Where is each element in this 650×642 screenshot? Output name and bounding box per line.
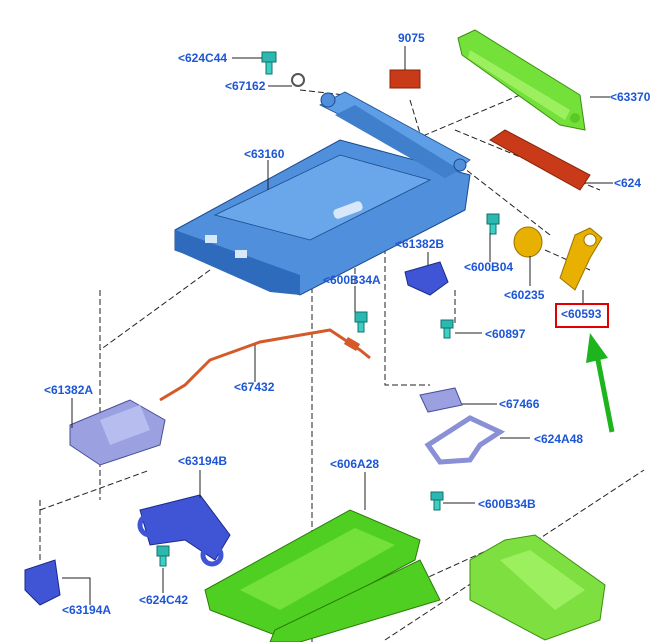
- callout-600B34B[interactable]: <600B34B: [478, 497, 536, 511]
- part-63194B-bracket[interactable]: [137, 494, 231, 567]
- callout-63194B[interactable]: <63194B: [178, 454, 228, 468]
- callout-624C42[interactable]: <624C42: [139, 593, 189, 607]
- part-9075-pad[interactable]: [389, 69, 421, 89]
- callout-67432[interactable]: <67432: [234, 380, 275, 394]
- part-61382A-housing[interactable]: [69, 399, 166, 466]
- part-green-tray[interactable]: [469, 534, 606, 641]
- callout-600B34A[interactable]: <600B34A: [323, 273, 381, 287]
- part-624A48-link[interactable]: [424, 415, 506, 465]
- callout-60235[interactable]: <60235: [504, 288, 545, 302]
- part-600B34B-fastener[interactable]: [430, 491, 444, 511]
- leader-lines: [62, 46, 613, 605]
- part-60593-lever[interactable]: [559, 227, 603, 291]
- part-63194A-bracket[interactable]: [24, 559, 61, 606]
- part-61382B-bracket[interactable]: [404, 261, 449, 296]
- callout-624C44[interactable]: <624C44: [178, 51, 228, 65]
- part-63370-bracket[interactable]: [457, 29, 586, 131]
- part-600B34A-fastener[interactable]: [354, 311, 368, 333]
- part-624C44-fastener[interactable]: [261, 51, 277, 75]
- callout-63194A[interactable]: <63194A: [62, 603, 112, 617]
- part-606A28-base[interactable]: [204, 509, 441, 642]
- part-67432-cable[interactable]: [159, 328, 371, 402]
- callout-67466[interactable]: <67466: [499, 397, 540, 411]
- callout-60897[interactable]: <60897: [485, 327, 526, 341]
- part-67162-ring[interactable]: [291, 73, 305, 87]
- callout-600B04[interactable]: <600B04: [464, 260, 514, 274]
- callout-624[interactable]: <624: [614, 176, 642, 190]
- part-60235-cap[interactable]: [513, 226, 543, 258]
- callout-67162[interactable]: <67162: [225, 79, 266, 93]
- part-624C42-fastener[interactable]: [156, 545, 170, 567]
- part-624-strip[interactable]: [489, 129, 591, 191]
- callout-624A48[interactable]: <624A48: [534, 432, 584, 446]
- callout-63370[interactable]: <63370: [610, 90, 650, 104]
- callout-606A28[interactable]: <606A28: [330, 457, 380, 471]
- part-600B04-fastener[interactable]: [486, 213, 500, 235]
- callout-9075[interactable]: 9075: [398, 31, 425, 45]
- part-60897-fastener[interactable]: [440, 319, 454, 339]
- callout-60593[interactable]: <60593: [561, 307, 602, 321]
- callout-61382B[interactable]: <61382B: [395, 237, 445, 251]
- part-67466-clip[interactable]: [419, 387, 463, 413]
- callout-60593-highlight-box: [555, 303, 609, 328]
- part-63160-seat-pan[interactable]: [174, 91, 471, 296]
- callout-61382A[interactable]: <61382A: [44, 383, 94, 397]
- callout-63160[interactable]: <63160: [244, 147, 285, 161]
- highlight-arrow: [586, 333, 615, 433]
